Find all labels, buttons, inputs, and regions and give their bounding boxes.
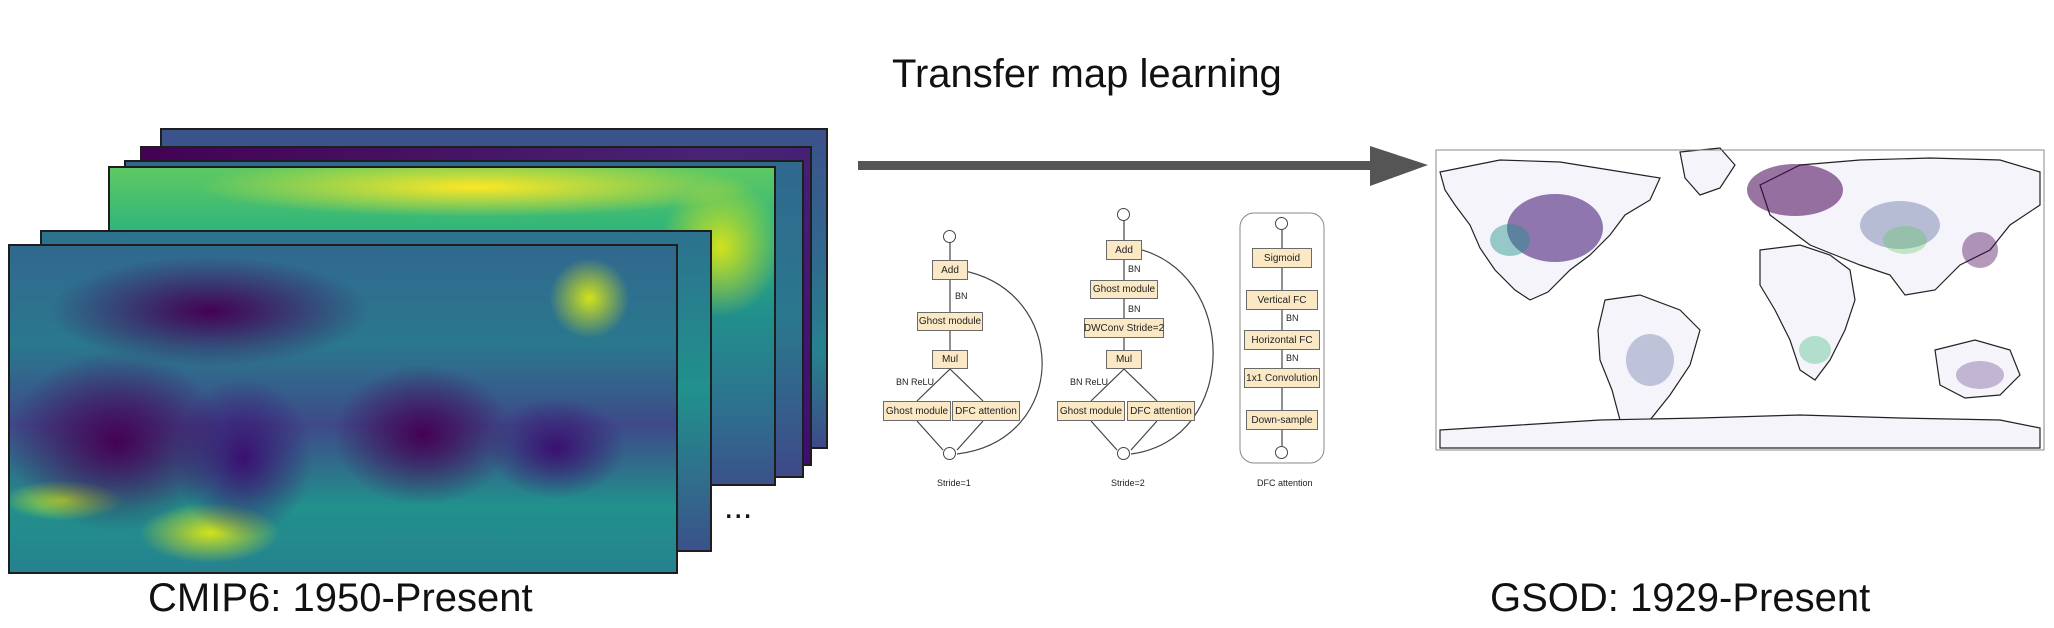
block3-horizontal-fc: Horizontal FC — [1244, 330, 1320, 350]
block2-dwconv: DWConv Stride=2 — [1084, 318, 1164, 338]
block2-output-node — [1117, 208, 1130, 221]
block3-bn1-label: BN — [1286, 313, 1299, 323]
block1-add: Add — [932, 260, 968, 280]
block2-bn-relu-label: BN ReLU — [1070, 377, 1109, 387]
block2-add: Add — [1106, 240, 1142, 260]
block2-mul: Mul — [1106, 350, 1142, 369]
block1-output-node — [943, 230, 956, 243]
block2-bn-top-label: BN — [1128, 264, 1141, 274]
block3-down-sample: Down-sample — [1246, 410, 1318, 430]
block3-vertical-fc: Vertical FC — [1246, 290, 1318, 310]
station-density — [1490, 164, 2004, 389]
block1-caption: Stride=1 — [937, 478, 971, 488]
block1-bn-label: BN — [955, 291, 968, 301]
continent-outlines — [1439, 147, 2041, 449]
block2-bn-mid-label: BN — [1128, 304, 1141, 314]
right-caption: GSOD: 1929-Present — [1490, 576, 1871, 620]
block3-input-node — [1275, 446, 1288, 459]
block3-1x1-convolution: 1x1 Convolution — [1244, 368, 1320, 388]
left-caption: CMIP6: 1950-Present — [148, 576, 533, 620]
block3-sigmoid: Sigmoid — [1252, 248, 1312, 268]
block3-caption: DFC attention — [1257, 478, 1313, 488]
block2-caption: Stride=2 — [1111, 478, 1145, 488]
diagram-title: Transfer map learning — [892, 52, 1282, 96]
block1-bn-relu-label: BN ReLU — [896, 377, 935, 387]
block2-dfc-attention: DFC attention — [1127, 401, 1195, 421]
climate-frame-front — [8, 244, 678, 574]
block1-dfc-attention: DFC attention — [952, 401, 1020, 421]
block1-ghost-module: Ghost module — [917, 312, 983, 331]
block1-mul: Mul — [932, 350, 968, 369]
block1-input-node — [943, 447, 956, 460]
block1-ghost-module-bottom: Ghost module — [883, 401, 951, 421]
block2-ghost-module-bottom: Ghost module — [1057, 401, 1125, 421]
block2-ghost-module: Ghost module — [1090, 280, 1158, 299]
ellipsis-text: ... — [724, 488, 753, 526]
block2-input-node — [1117, 447, 1130, 460]
block3-bn2-label: BN — [1286, 353, 1299, 363]
block3-output-node — [1275, 217, 1288, 230]
